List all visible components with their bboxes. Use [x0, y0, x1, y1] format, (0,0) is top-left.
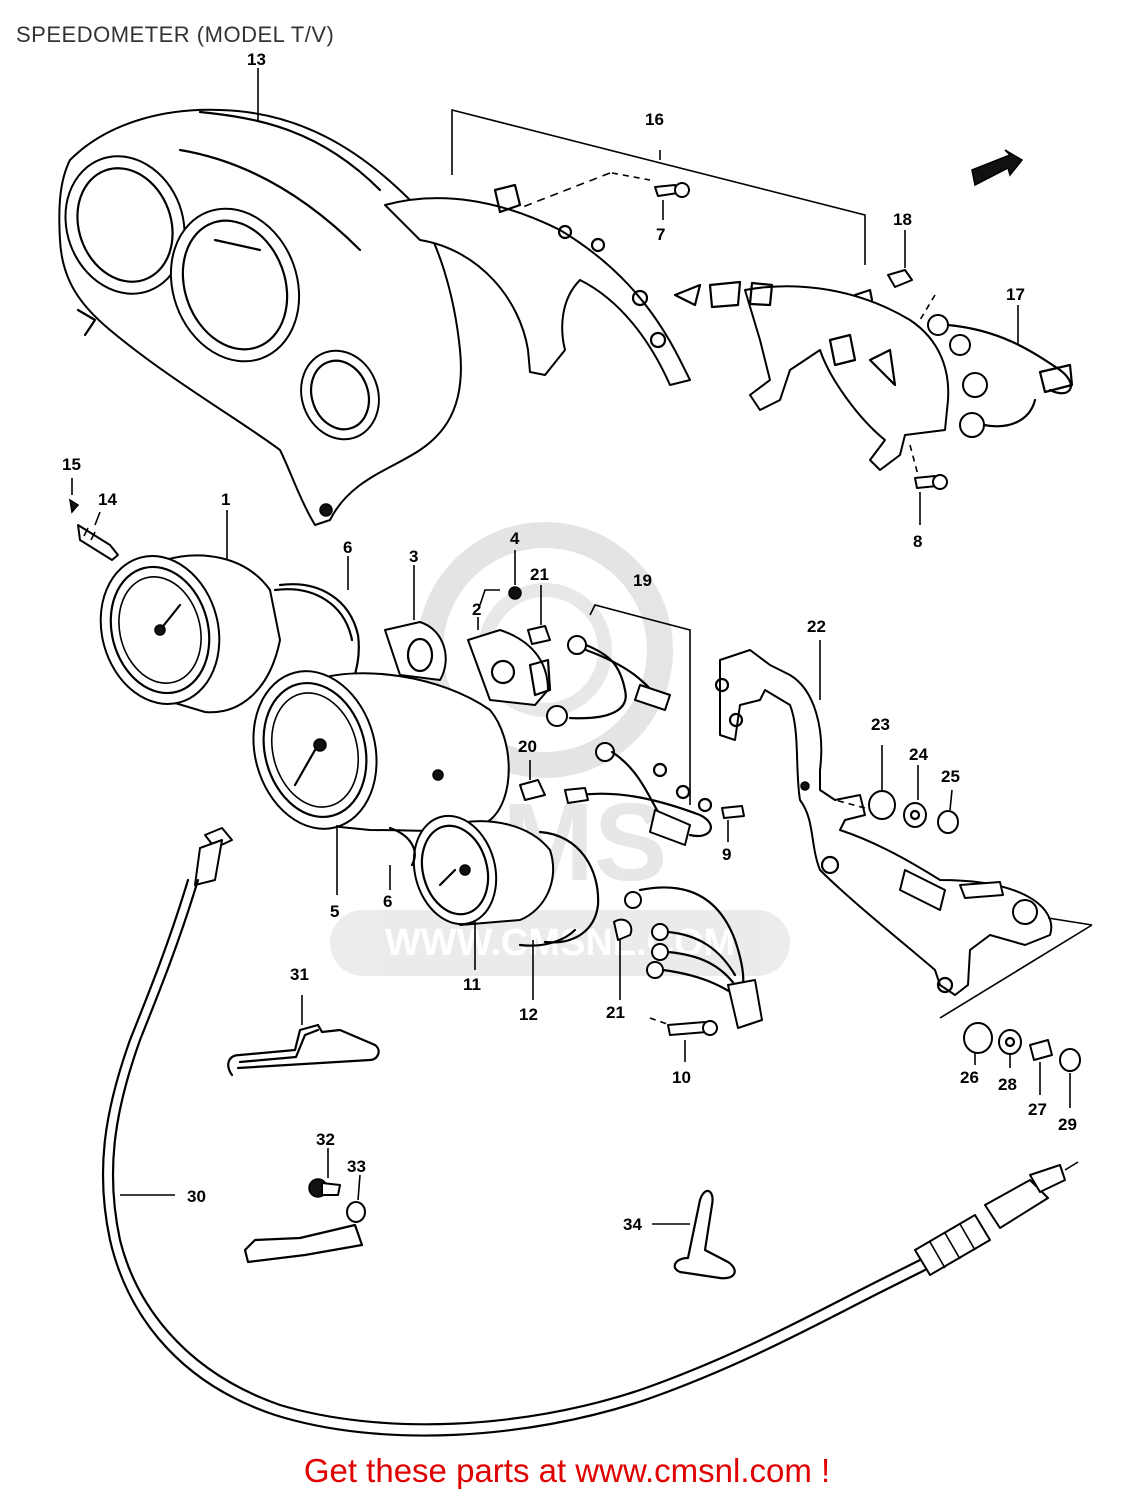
label-21a: 21 [530, 565, 549, 584]
label-20: 20 [518, 737, 537, 756]
front-direction-arrow-icon [971, 149, 1024, 187]
screw-part-10 [667, 1020, 718, 1062]
label-3: 3 [409, 547, 418, 566]
washer-part-24 [903, 765, 927, 828]
label-1: 1 [221, 490, 230, 509]
label-34: 34 [623, 1215, 642, 1234]
label-27: 27 [1028, 1100, 1047, 1119]
bulb-part-21a [527, 625, 551, 645]
label-6a: 6 [343, 538, 352, 557]
leader-group-16 [451, 108, 866, 265]
label-4: 4 [510, 529, 520, 548]
label-13: 13 [247, 50, 266, 69]
label-24: 24 [909, 745, 928, 764]
gauge-ring-part-6b [388, 826, 416, 867]
speedometer-cable-part-30 [101, 827, 1079, 1437]
label-6b: 6 [383, 892, 392, 911]
grommet-part-23 [868, 745, 896, 820]
bulb-part-20 [519, 779, 546, 801]
label-8: 8 [913, 532, 922, 551]
label-11: 11 [463, 975, 481, 994]
leader-lines [71, 68, 1019, 1000]
clip-part-34 [652, 1189, 736, 1280]
page-title: SPEEDOMETER (MODEL T/V) [16, 22, 335, 47]
meter-plate-part-2 [467, 629, 552, 706]
label-32: 32 [316, 1130, 335, 1149]
screw-part-9 [721, 805, 745, 842]
label-9: 9 [722, 845, 731, 864]
label-21b: 21 [606, 1003, 625, 1022]
clip-part-33b [243, 1223, 364, 1264]
label-31: 31 [290, 965, 309, 984]
label-16: 16 [645, 110, 664, 129]
label-17: 17 [1006, 285, 1025, 304]
meter-cover-part [58, 108, 462, 526]
washer-part-33 [346, 1174, 366, 1223]
label-22: 22 [807, 617, 826, 636]
label-5: 5 [330, 902, 339, 921]
indicator-lamp-plate-part [673, 280, 1074, 471]
wiring-harness-lower [624, 886, 763, 1029]
screw-part-7 [654, 182, 690, 220]
label-33: 33 [347, 1157, 366, 1176]
label-12: 12 [519, 1005, 538, 1024]
label-29: 29 [1058, 1115, 1077, 1134]
label-14: 14 [98, 490, 117, 509]
washer-part-28 [998, 1029, 1022, 1068]
label-2: 2 [472, 600, 481, 619]
screw-part-4 [508, 550, 522, 600]
bolt-part-32 [308, 1148, 341, 1198]
label-28: 28 [998, 1075, 1017, 1094]
collar-part-27 [1029, 1039, 1053, 1095]
gauge-part-1 [99, 554, 281, 714]
label-23: 23 [871, 715, 890, 734]
gauge-part-11 [412, 814, 555, 926]
gauge-ring-part-12 [538, 830, 600, 944]
label-10: 10 [672, 1068, 691, 1087]
label-19: 19 [633, 571, 652, 590]
bulb-part-21b [613, 918, 633, 941]
nut-part-25 [937, 789, 959, 834]
footer-promo-link[interactable]: Get these parts at www.cmsnl.com ! [303, 1452, 831, 1489]
grommet-part-26 [963, 1022, 993, 1065]
label-18: 18 [893, 210, 912, 229]
washer-part-15 [68, 498, 80, 514]
wiring-harness-part-19 [546, 604, 713, 846]
meter-bracket-part [384, 183, 691, 386]
label-26: 26 [960, 1068, 979, 1087]
meter-mounting-bracket-part-22 [714, 649, 1053, 996]
label-15: 15 [62, 455, 81, 474]
bulb-socket-part-14 [77, 524, 119, 561]
gasket-part-3 [384, 621, 447, 681]
part-number-labels: 13 16 7 18 17 8 15 14 1 6 3 4 21 19 2 22… [62, 50, 1077, 1234]
nut-part-29 [1059, 1048, 1081, 1108]
screw-part-8 [914, 474, 948, 525]
speedometer-gauge-part-5 [252, 670, 510, 832]
label-7: 7 [656, 225, 665, 244]
bulb-part-18 [887, 269, 913, 288]
label-25: 25 [941, 767, 960, 786]
label-30: 30 [187, 1187, 206, 1206]
clip-part-31 [227, 995, 380, 1077]
